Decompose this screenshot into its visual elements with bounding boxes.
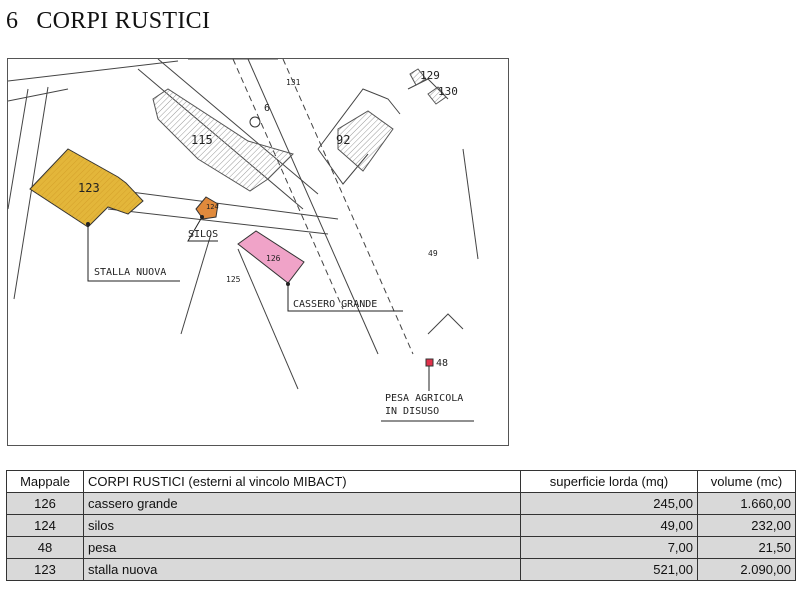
cell-name: cassero grande bbox=[83, 492, 521, 515]
building-92 bbox=[337, 110, 394, 172]
header-corpi-rustici: CORPI RUSTICI (esterni al vincolo MIBACT… bbox=[83, 470, 521, 493]
parcel-number-124: 124 bbox=[206, 203, 219, 211]
table-row: 126 cassero grande 245,00 1.660,00 bbox=[6, 492, 796, 515]
cell-mappale: 48 bbox=[6, 536, 84, 559]
callout-line-silos bbox=[187, 216, 218, 242]
header-mappale: Mappale bbox=[6, 470, 84, 493]
callout-silos: SILOS bbox=[188, 229, 218, 240]
callout-pesa-line2: IN DISUSO bbox=[385, 406, 439, 417]
cadastral-map: 131 129 130 6 115 92 123 124 126 125 49 … bbox=[7, 58, 509, 446]
parcel-number-48: 48 bbox=[436, 358, 448, 369]
callout-cassero-grande: CASSERO GRANDE bbox=[293, 299, 377, 310]
parcel-number-126: 126 bbox=[266, 254, 281, 263]
callout-line-cassero bbox=[287, 284, 403, 312]
callout-pesa-line1: PESA AGRICOLA bbox=[385, 393, 463, 404]
cell-volume: 2.090,00 bbox=[697, 558, 796, 581]
corpi-rustici-table: Mappale CORPI RUSTICI (esterni al vincol… bbox=[6, 470, 796, 581]
section-title: CORPI RUSTICI bbox=[36, 8, 211, 34]
cell-mappale: 124 bbox=[6, 514, 84, 537]
table-row: 124 silos 49,00 232,00 bbox=[6, 514, 796, 537]
table-row: 48 pesa 7,00 21,50 bbox=[6, 536, 796, 559]
section-heading: 6 CORPI RUSTICI bbox=[6, 8, 210, 35]
cell-superficie: 7,00 bbox=[520, 536, 698, 559]
header-volume: volume (mc) bbox=[697, 470, 796, 493]
table-header-row: Mappale CORPI RUSTICI (esterni al vincol… bbox=[6, 470, 796, 493]
cell-superficie: 245,00 bbox=[520, 492, 698, 515]
parcel-number-115: 115 bbox=[191, 133, 213, 147]
cell-superficie: 521,00 bbox=[520, 558, 698, 581]
cell-name: pesa bbox=[83, 536, 521, 559]
callout-line-stalla bbox=[87, 224, 180, 282]
parcel-number-6: 6 bbox=[264, 103, 270, 114]
building-130 bbox=[427, 86, 447, 105]
section-number: 6 bbox=[6, 8, 19, 34]
callout-stalla-nuova: STALLA NUOVA bbox=[94, 267, 166, 278]
cell-mappale: 123 bbox=[6, 558, 84, 581]
cell-superficie: 49,00 bbox=[520, 514, 698, 537]
parcel-number-92: 92 bbox=[336, 133, 350, 147]
parcel-number-123: 123 bbox=[78, 181, 100, 195]
cell-name: stalla nuova bbox=[83, 558, 521, 581]
building-115 bbox=[152, 88, 294, 192]
parcel-pesa bbox=[425, 358, 434, 367]
cell-mappale: 126 bbox=[6, 492, 84, 515]
cell-volume: 1.660,00 bbox=[697, 492, 796, 515]
cell-volume: 21,50 bbox=[697, 536, 796, 559]
table-row: 123 stalla nuova 521,00 2.090,00 bbox=[6, 558, 796, 581]
parcel-number-129: 129 bbox=[420, 69, 440, 82]
point-6 bbox=[249, 116, 261, 128]
parcel-number-49: 49 bbox=[428, 249, 438, 258]
cell-volume: 232,00 bbox=[697, 514, 796, 537]
parcel-number-131: 131 bbox=[286, 78, 301, 87]
building-129 bbox=[409, 68, 427, 86]
parcel-number-125: 125 bbox=[226, 275, 241, 284]
cell-name: silos bbox=[83, 514, 521, 537]
parcel-lines bbox=[8, 59, 479, 390]
parcel-number-130: 130 bbox=[438, 85, 458, 98]
header-superficie: superficie lorda (mq) bbox=[520, 470, 698, 493]
parcel-cassero-grande bbox=[237, 230, 305, 284]
